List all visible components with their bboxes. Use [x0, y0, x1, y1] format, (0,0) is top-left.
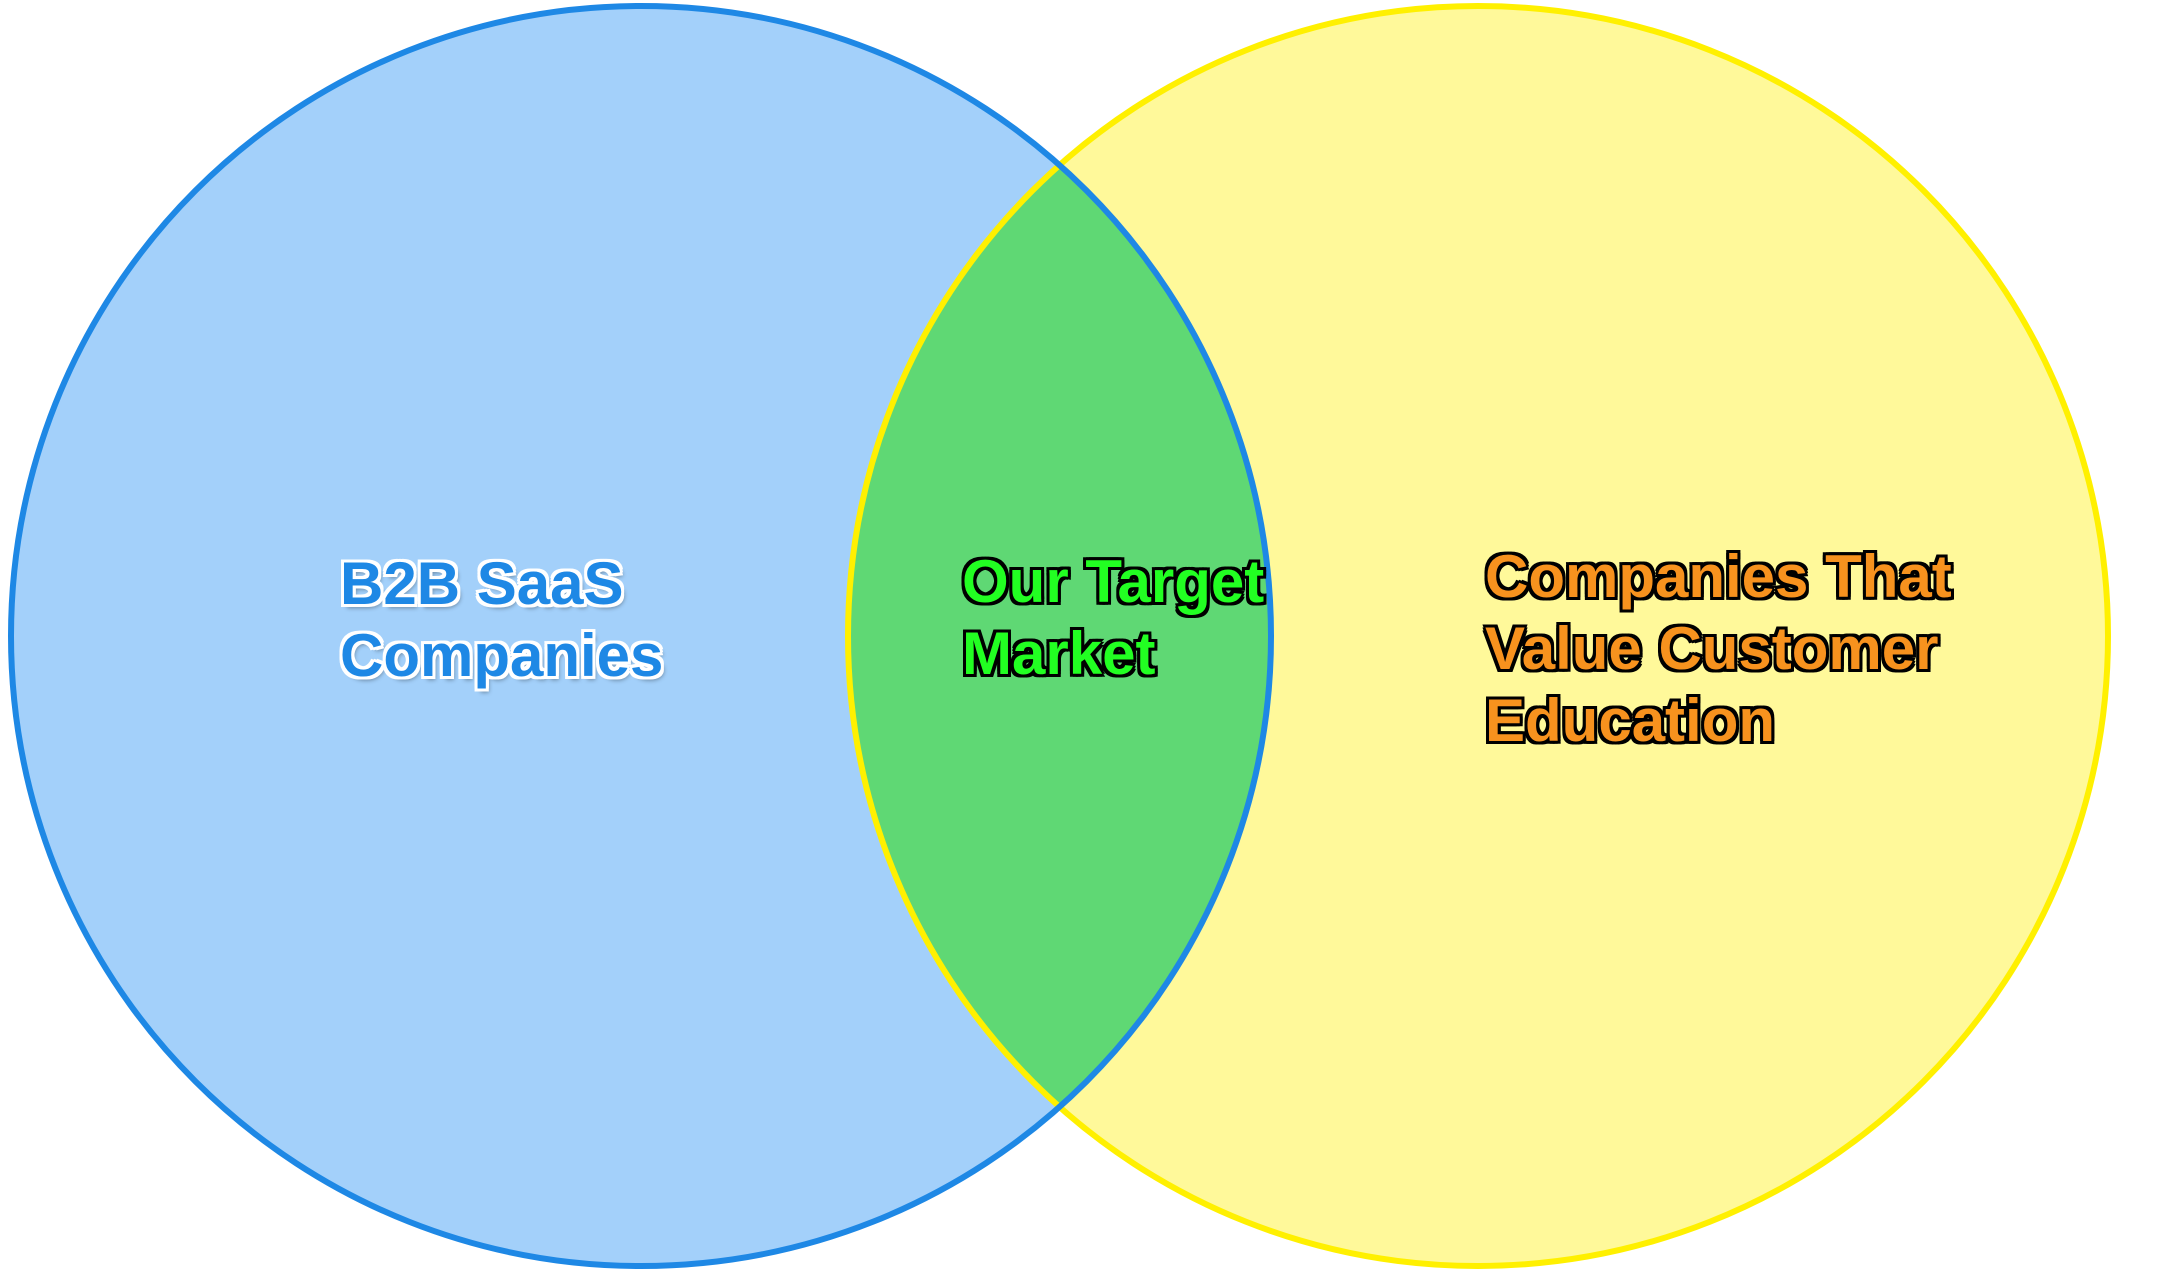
set-label-b2b-saas: B2B SaaS Companies	[340, 548, 663, 692]
set-label-customer-education-line-3: Education	[1485, 687, 1776, 754]
set-outline-customer-education	[845, 3, 2111, 1269]
intersection-label-line-1: Our Target	[962, 548, 1265, 615]
set-label-b2b-saas-line-2: Companies	[340, 622, 664, 689]
set-label-customer-education-line-1: Companies That	[1485, 543, 1952, 610]
intersection-label-line-2: Market	[962, 620, 1156, 687]
set-outline-b2b-saas	[8, 3, 1274, 1269]
set-label-customer-education: Companies That Value Customer Education	[1485, 541, 1952, 757]
intersection-label: Our Target Market	[962, 546, 1264, 690]
intersection-fill	[848, 6, 1271, 1266]
set-label-customer-education-line-2: Value Customer	[1485, 615, 1939, 682]
set-label-b2b-saas-line-1: B2B SaaS	[340, 550, 624, 617]
